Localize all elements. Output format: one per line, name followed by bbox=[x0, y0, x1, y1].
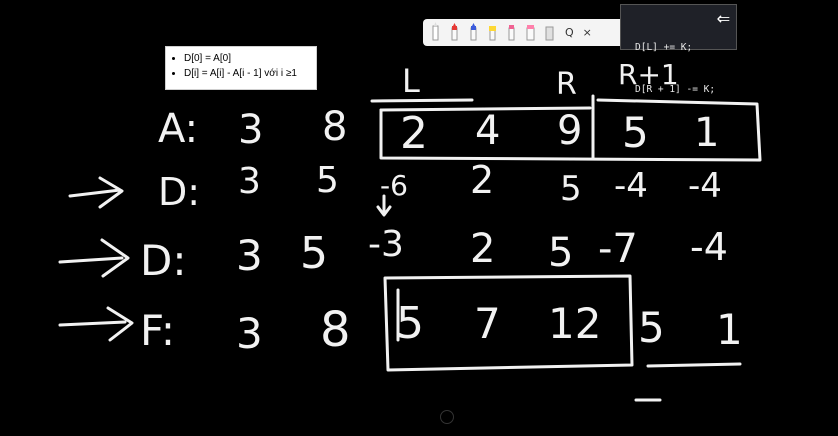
marker-underline bbox=[370, 98, 474, 103]
box-f bbox=[383, 274, 634, 372]
row-d1-value: 5 bbox=[560, 169, 582, 209]
marker-r1: R+1 bbox=[618, 58, 679, 91]
row-f-value: 8 bbox=[320, 302, 351, 358]
row-a-value: 9 bbox=[557, 108, 582, 154]
row-a-value: 3 bbox=[238, 107, 263, 153]
label-row-f: F: bbox=[140, 306, 175, 355]
close-icon[interactable]: × bbox=[582, 26, 592, 39]
code-line: D[L] += K; bbox=[635, 42, 693, 53]
cursor-indicator-icon bbox=[440, 410, 454, 424]
pen-yellow-icon[interactable] bbox=[486, 22, 499, 44]
arrow-row-d2 bbox=[58, 238, 130, 278]
marker-r: R bbox=[556, 67, 577, 102]
row-d1-value: -6 bbox=[380, 169, 408, 202]
pen-blue-icon[interactable] bbox=[467, 22, 480, 44]
row-d1-value: -4 bbox=[614, 166, 648, 206]
row-d2-value: 3 bbox=[236, 231, 263, 280]
f-underline bbox=[646, 362, 742, 368]
row-f-value: 5 bbox=[396, 298, 424, 349]
row-d1: 3 5 -6 2 5 -4 -4 bbox=[238, 158, 722, 209]
row-d2-value: 2 bbox=[470, 226, 495, 272]
row-d2: 3 5 -3 2 5 -7 -4 bbox=[236, 224, 728, 280]
pen-toolbar: Q × bbox=[423, 19, 624, 46]
arrow-row-f bbox=[58, 306, 134, 342]
row-d2-value: 5 bbox=[300, 228, 328, 279]
row-a-value: 8 bbox=[322, 104, 347, 150]
eraser-icon[interactable] bbox=[543, 22, 556, 44]
row-a-value: 4 bbox=[475, 108, 500, 154]
row-d1-value: 3 bbox=[238, 161, 261, 202]
row-f: 3 8 5 7 12 5 1 bbox=[236, 298, 743, 358]
label-row-a: A: bbox=[158, 106, 198, 152]
pen-white-icon[interactable] bbox=[429, 21, 442, 44]
row-f-value: 5 bbox=[638, 303, 665, 352]
label-row-d1: D: bbox=[158, 170, 200, 214]
row-f-value: 3 bbox=[236, 309, 263, 358]
row-d2-value: -3 bbox=[368, 224, 404, 265]
arrow-left-icon: ⇐ bbox=[716, 6, 730, 31]
arrow-row-d1 bbox=[68, 176, 124, 209]
code-snippet: D[L] += K; D[R + 1] -= K; ⇐ bbox=[620, 4, 737, 95]
definition-note: D[0] = A[0] D[i] = A[i] - A[i - 1] với i… bbox=[165, 46, 317, 90]
row-d1-value: 5 bbox=[316, 160, 339, 201]
row-f-value: 12 bbox=[548, 299, 601, 348]
row-a-value: 1 bbox=[694, 110, 719, 156]
row-f-value: 7 bbox=[474, 299, 501, 348]
row-d2-value: -7 bbox=[598, 226, 638, 272]
row-f-value: 1 bbox=[716, 305, 743, 354]
note-item: D[i] = A[i] - A[i - 1] với i ≥1 bbox=[184, 66, 310, 81]
code-line: D[R + 1] -= K; bbox=[635, 84, 716, 95]
highlighter-rose-icon[interactable] bbox=[524, 22, 537, 44]
row-d1-value: -4 bbox=[688, 166, 722, 206]
row-a-value: 5 bbox=[622, 108, 649, 157]
marker-l: L bbox=[402, 62, 420, 100]
row-a: 3 8 2 4 9 5 1 bbox=[238, 104, 719, 159]
label-row-d2: D: bbox=[140, 236, 187, 285]
note-item: D[0] = A[0] bbox=[184, 51, 310, 66]
box-a-top bbox=[379, 106, 592, 112]
row-d1-value: 2 bbox=[470, 158, 494, 202]
row-d2-value: -4 bbox=[690, 225, 728, 269]
box-a bbox=[379, 98, 762, 162]
highlighter-pink-icon[interactable] bbox=[505, 22, 518, 44]
pen-red-icon[interactable] bbox=[448, 22, 461, 44]
row-a-value: 2 bbox=[400, 108, 428, 159]
down-mark bbox=[376, 194, 392, 217]
row-d2-value: 5 bbox=[548, 230, 573, 276]
search-icon[interactable]: Q bbox=[565, 26, 574, 39]
